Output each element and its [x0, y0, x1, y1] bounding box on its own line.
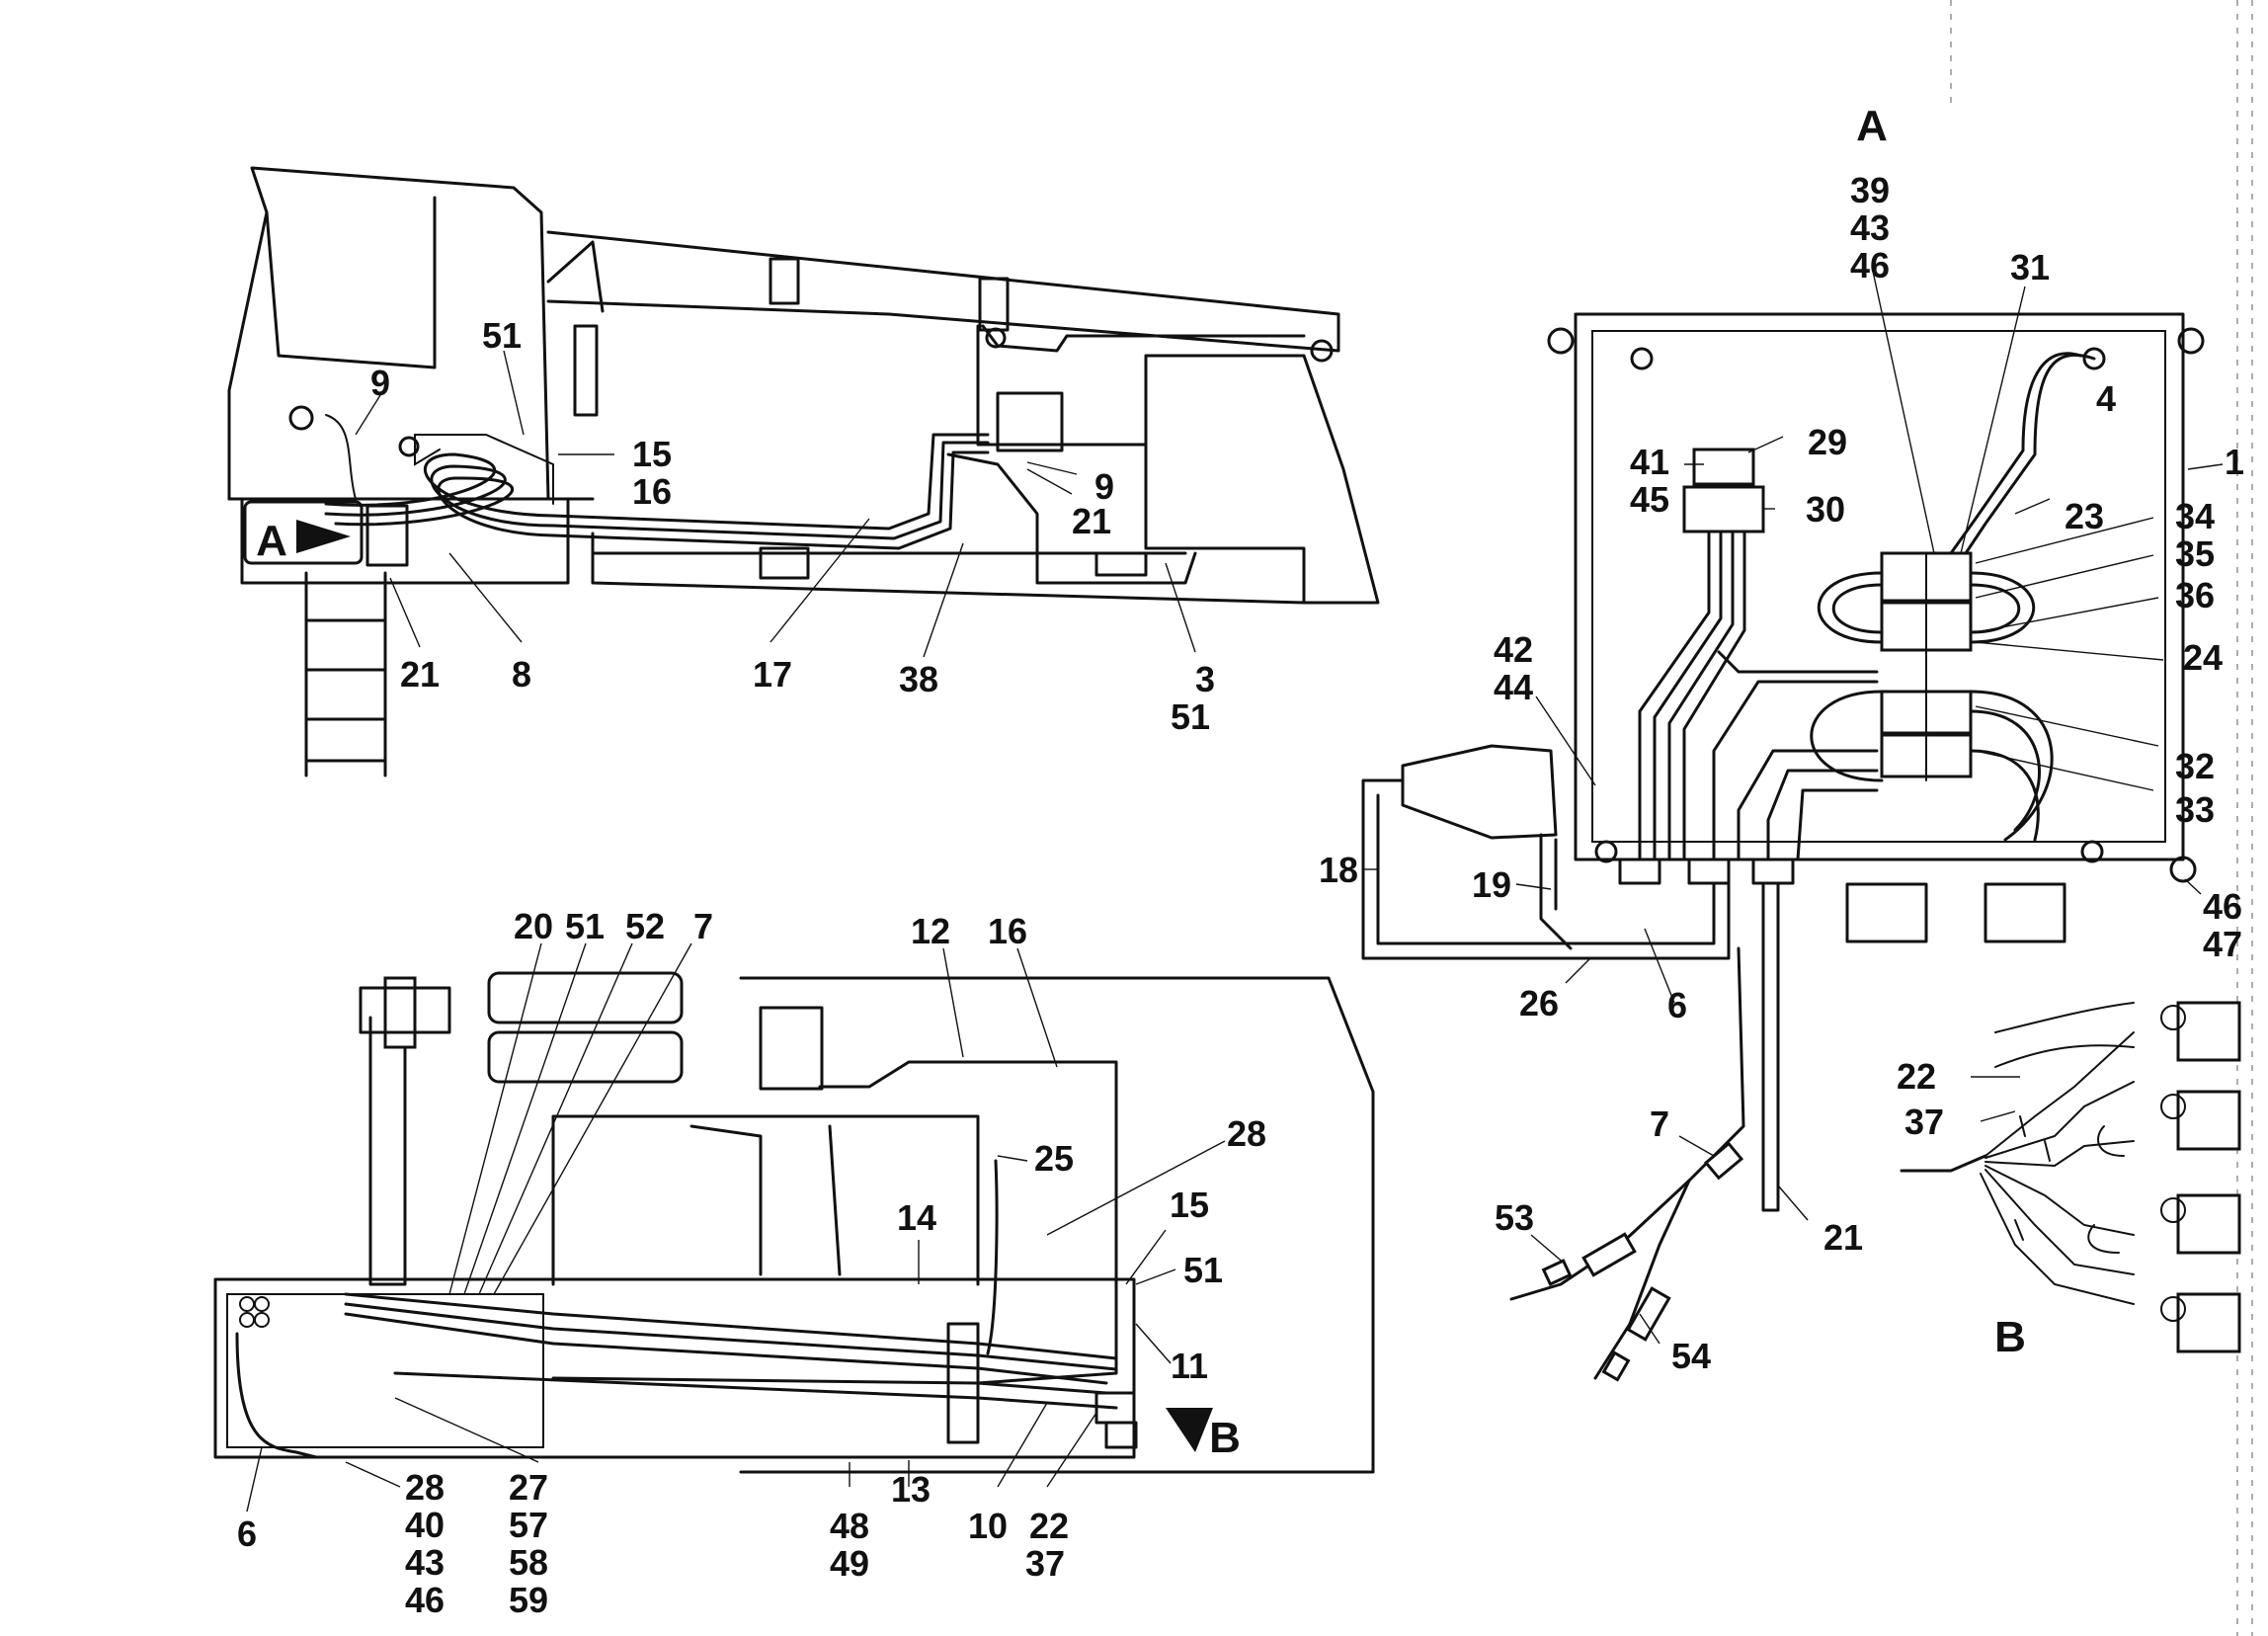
- top-view-labels: 20 51 52 7 12 16 28 25 14 15 51 11 B 6 2…: [237, 906, 1266, 1620]
- detail-b-labels: 22 37 B: [1897, 1056, 2026, 1361]
- callout-top-12: 12: [911, 911, 950, 951]
- callout-a-31: 31: [2010, 247, 2050, 287]
- callout-top-11: 11: [1171, 1346, 1208, 1386]
- callout-a-33: 33: [2175, 789, 2215, 830]
- callout-top-58: 58: [509, 1542, 548, 1583]
- relay-socket-2: [2160, 1090, 2241, 1151]
- callout-top-25: 25: [1034, 1138, 1074, 1179]
- callout-a-39: 39: [1850, 170, 1890, 210]
- callout-top-20: 20: [514, 906, 553, 946]
- callout-b-37: 37: [1904, 1102, 1944, 1142]
- callout-top-7: 7: [693, 906, 713, 946]
- callout-top-59: 59: [509, 1580, 548, 1620]
- callout-a-43: 43: [1850, 207, 1890, 248]
- callout-side-38: 38: [899, 659, 938, 699]
- relay-socket-1: [2160, 1001, 2241, 1062]
- side-view-labels: 9 51 15 16 A 9 21 21 8 17 38 3 51: [256, 315, 1215, 737]
- callout-top-57: 57: [509, 1505, 548, 1545]
- callout-a-4: 4: [2096, 378, 2116, 419]
- callout-top-27: 27: [509, 1467, 548, 1508]
- callout-a-53: 53: [1495, 1197, 1534, 1238]
- callout-top-6: 6: [237, 1513, 257, 1554]
- callout-side-9: 9: [370, 363, 390, 403]
- callout-a-18: 18: [1319, 850, 1358, 890]
- relay-socket-3: [2160, 1193, 2241, 1255]
- callout-side-16: 16: [632, 471, 672, 512]
- callout-top-15: 15: [1170, 1185, 1209, 1225]
- callout-top-43: 43: [405, 1542, 445, 1583]
- callout-top-arrow-b: B: [1209, 1414, 1241, 1462]
- callout-a-36: 36: [2175, 575, 2215, 615]
- callout-side-51b: 51: [1171, 696, 1210, 737]
- callout-side-arrow-a: A: [256, 517, 287, 565]
- callout-a-44: 44: [1494, 667, 1533, 707]
- callout-side-51: 51: [482, 315, 522, 356]
- callout-a-23: 23: [2065, 496, 2104, 536]
- callout-top-28b: 28: [405, 1467, 445, 1508]
- callout-side-8: 8: [512, 654, 531, 695]
- callout-a-30: 30: [1806, 489, 1845, 530]
- leader-lines: [246, 266, 2224, 1513]
- callout-a-45: 45: [1630, 479, 1669, 520]
- callout-a-29: 29: [1808, 422, 1847, 462]
- callout-side-3: 3: [1195, 659, 1215, 699]
- relay-socket-4: [2160, 1292, 2241, 1353]
- callout-top-28: 28: [1227, 1113, 1266, 1154]
- callout-side-15: 15: [632, 434, 672, 474]
- callout-a-34: 34: [2175, 496, 2215, 536]
- callout-top-46: 46: [405, 1580, 445, 1620]
- callout-a-6: 6: [1667, 985, 1687, 1025]
- callout-a-46: 46: [1850, 245, 1890, 286]
- callout-top-37: 37: [1025, 1543, 1065, 1584]
- detail-b-view: [1900, 1001, 2241, 1353]
- callout-top-48: 48: [830, 1506, 869, 1546]
- callout-top-13: 13: [891, 1469, 931, 1510]
- detail-b-title: B: [1994, 1313, 2026, 1361]
- callout-top-14: 14: [897, 1197, 936, 1238]
- callout-a-35: 35: [2175, 533, 2215, 574]
- callout-side-21: 21: [1072, 501, 1111, 541]
- callout-a-42: 42: [1494, 629, 1533, 670]
- callout-top-49: 49: [830, 1543, 869, 1584]
- callout-a-32: 32: [2175, 746, 2215, 786]
- callout-a-47: 47: [2203, 924, 2242, 964]
- callout-top-40: 40: [405, 1505, 445, 1545]
- callout-side-17: 17: [753, 654, 792, 695]
- callout-a-19: 19: [1472, 864, 1511, 905]
- top-view: [213, 971, 1375, 1474]
- callout-a-41: 41: [1630, 442, 1669, 482]
- detail-a-title: A: [1856, 102, 1888, 150]
- callout-a-1: 1: [2225, 442, 2244, 482]
- detail-a-view: A: [1361, 102, 2205, 1382]
- callout-a-7: 7: [1650, 1104, 1669, 1144]
- callout-top-10: 10: [968, 1506, 1008, 1546]
- detail-a-labels: 39 43 46 31 29 41 45 30 4 1 23 34 35 36 …: [1319, 170, 2244, 1376]
- callout-b-22: 22: [1897, 1056, 1936, 1097]
- callout-top-52: 52: [625, 906, 665, 946]
- callout-side-21b: 21: [400, 654, 440, 695]
- ladder: [304, 571, 387, 777]
- callout-top-16: 16: [988, 911, 1027, 951]
- callout-a-21: 21: [1823, 1217, 1863, 1258]
- callout-a-54: 54: [1671, 1336, 1711, 1376]
- scan-artifacts: [1950, 0, 2253, 1636]
- callout-top-51b: 51: [1183, 1250, 1223, 1290]
- callout-a-24: 24: [2183, 637, 2223, 678]
- callout-a-26: 26: [1519, 983, 1559, 1023]
- callout-a-46b: 46: [2203, 886, 2242, 927]
- callout-side-9b: 9: [1094, 466, 1114, 507]
- callout-top-51: 51: [565, 906, 605, 946]
- side-view: [227, 166, 1380, 777]
- callout-top-22: 22: [1029, 1506, 1069, 1546]
